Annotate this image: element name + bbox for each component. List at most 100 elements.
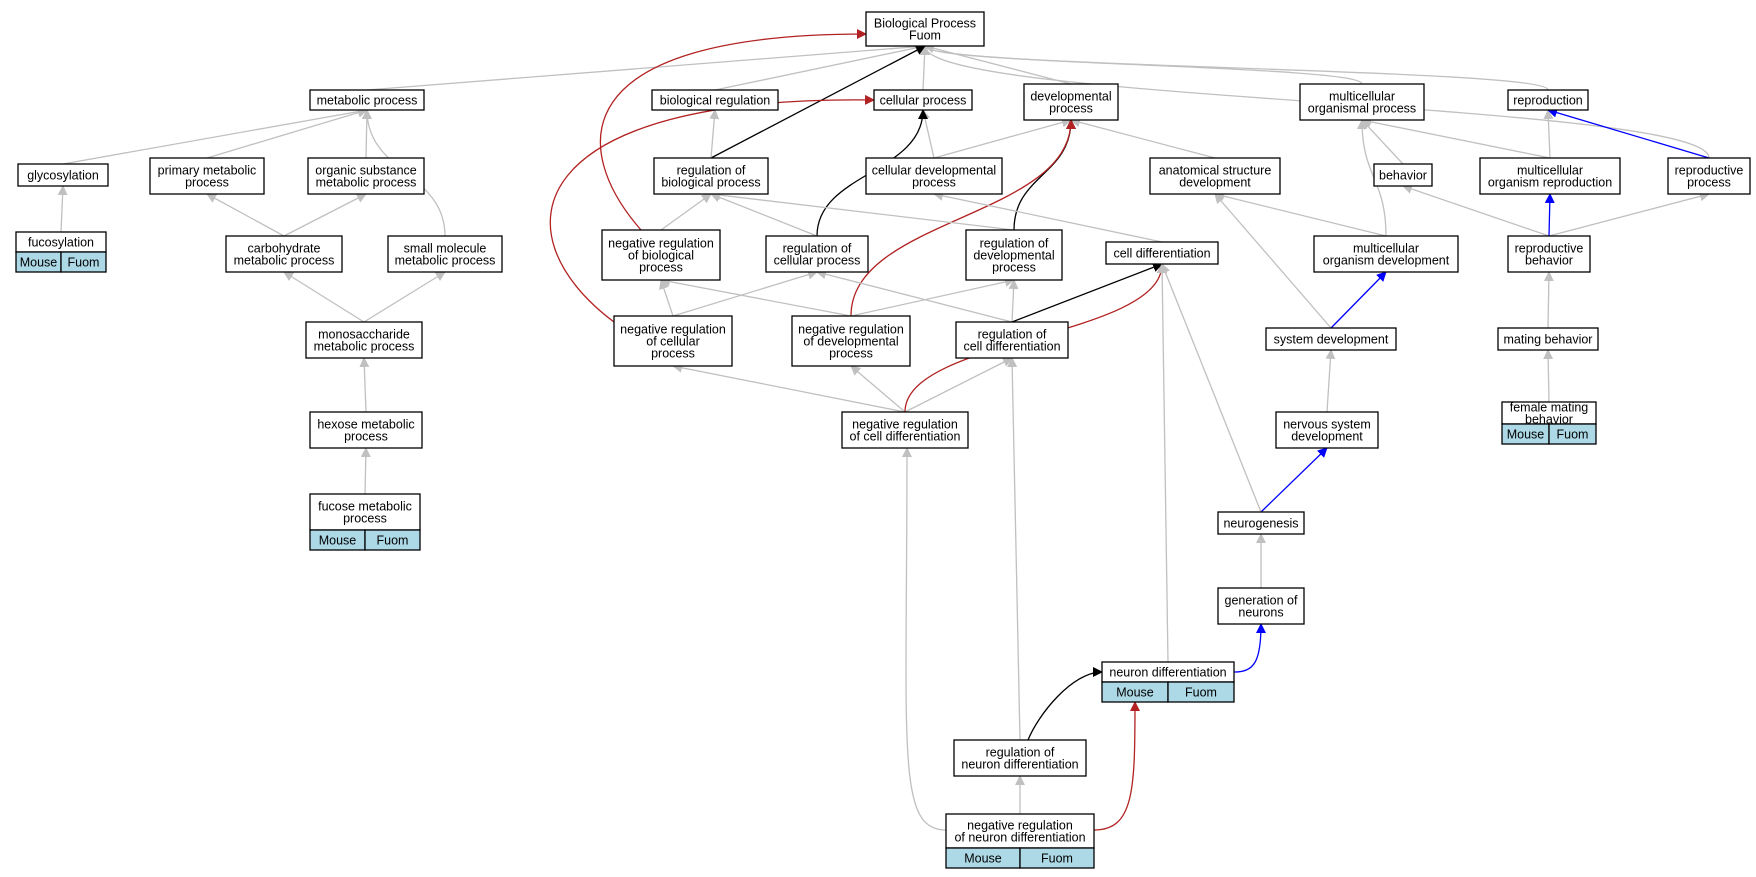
edge-part_of xyxy=(1547,107,1710,159)
term-node-reproduction[interactable]: reproduction xyxy=(1507,89,1589,111)
edge-is_a xyxy=(366,41,926,91)
term-label: nervous system xyxy=(1283,418,1371,432)
term-box xyxy=(955,321,1069,359)
term-node-celldiff[interactable]: cell differentiation xyxy=(1105,241,1219,265)
term-label: cell differentiation xyxy=(1113,247,1210,261)
edge-regulates xyxy=(1011,262,1163,323)
edge-is_a xyxy=(1160,263,1262,513)
term-node-bioreg[interactable]: biological regulation xyxy=(651,89,779,111)
edge-is_a xyxy=(816,269,1013,323)
term-label: neurons xyxy=(1238,606,1283,620)
edge-is_a xyxy=(714,42,926,91)
term-node-neurogenesis[interactable]: neurogenesis xyxy=(1217,511,1305,535)
term-label: negative regulation xyxy=(852,418,958,432)
edge-is_a xyxy=(660,276,852,317)
term-node-mating[interactable]: mating behavior xyxy=(1497,327,1599,351)
term-label: monosaccharide xyxy=(318,328,410,342)
annotation-cell xyxy=(1019,847,1095,869)
term-node-cellular[interactable]: cellular process xyxy=(873,89,973,111)
term-label: Fuom xyxy=(909,29,941,43)
edge-is_a xyxy=(283,193,367,237)
edge-is_a xyxy=(919,45,930,91)
term-label: generation of xyxy=(1225,594,1299,608)
term-label: cell differentiation xyxy=(963,340,1060,354)
annotation-label: Fuom xyxy=(68,256,100,270)
term-box xyxy=(865,157,1003,195)
term-label: metabolic process xyxy=(234,254,335,268)
term-label: developmental xyxy=(973,249,1054,263)
annotation-label: Mouse xyxy=(1507,428,1545,442)
term-label: metabolic process xyxy=(314,340,415,354)
term-label: process xyxy=(185,176,229,190)
term-label: organic substance xyxy=(315,164,417,178)
term-box xyxy=(309,89,425,111)
edge-is_a xyxy=(1007,357,1021,741)
annotation-label: Mouse xyxy=(20,256,58,270)
term-label: multicellular xyxy=(1517,164,1583,178)
term-box xyxy=(945,813,1095,849)
term-node-behavior[interactable]: behavior xyxy=(1373,163,1433,187)
edge-is_a xyxy=(206,107,368,159)
term-node-sysdev[interactable]: system development xyxy=(1265,327,1397,351)
edge-is_a xyxy=(660,193,712,231)
term-label: organism development xyxy=(1323,254,1450,268)
edge-is_a xyxy=(359,357,370,413)
term-box xyxy=(953,739,1087,777)
term-box xyxy=(1149,157,1281,195)
edge-is_a xyxy=(1543,109,1554,159)
term-label: Biological Process xyxy=(874,17,976,31)
edge-is_a xyxy=(1361,116,1551,159)
edge-is_a xyxy=(1008,279,1019,323)
term-node-metabolic[interactable]: metabolic process xyxy=(309,89,425,111)
term-label: process xyxy=(639,261,683,275)
term-label: development xyxy=(1179,176,1251,190)
term-label: cellular process xyxy=(774,254,861,268)
term-label: regulation of xyxy=(980,237,1049,251)
term-label: regulation of xyxy=(978,328,1047,342)
edge-is_a xyxy=(1548,191,1710,237)
term-box xyxy=(1313,235,1459,273)
term-box xyxy=(651,89,779,111)
term-label: biological regulation xyxy=(660,94,771,108)
edge-is_a xyxy=(659,279,674,317)
term-node-glycosylation[interactable]: glycosylation xyxy=(17,163,109,187)
edge-regulates xyxy=(1013,119,1076,231)
term-label: behavior xyxy=(1525,413,1573,427)
annotation-label: Mouse xyxy=(319,534,357,548)
term-label: neuron differentiation xyxy=(1109,666,1226,680)
term-label: cellular process xyxy=(880,94,967,108)
edge-is_a xyxy=(920,109,935,159)
term-label: behavior xyxy=(1525,254,1573,268)
